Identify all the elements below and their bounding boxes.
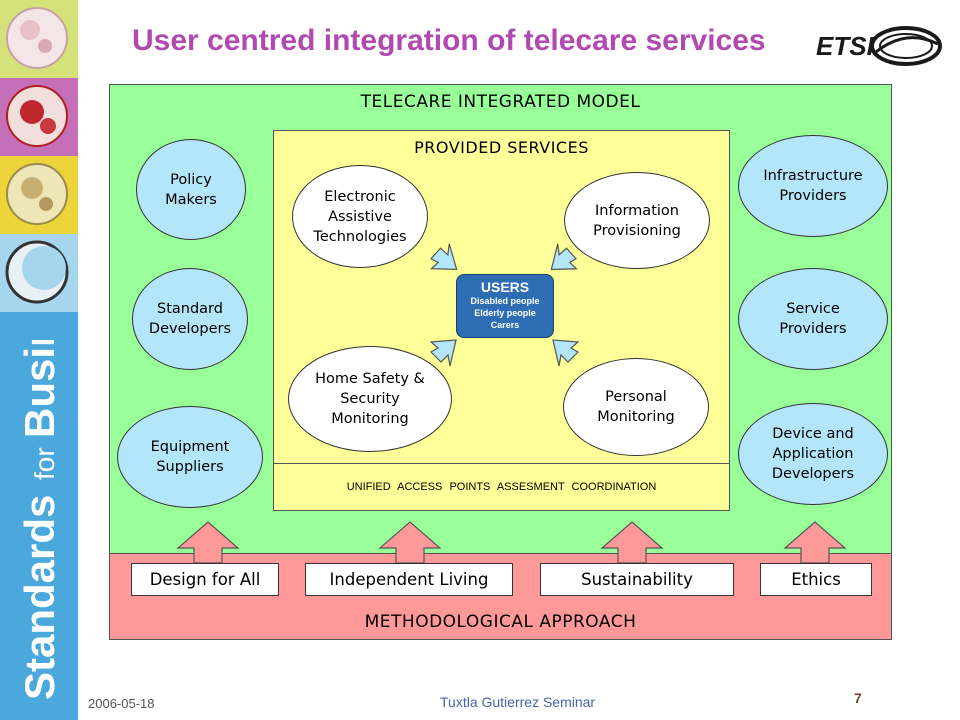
arrow-up-sustainability: [600, 521, 664, 564]
arrow-to-users-3: [429, 339, 457, 367]
arrow-up-independent: [378, 521, 442, 564]
footer-date: 2006-05-18: [88, 696, 155, 711]
sidebar-brand-strip: Standards for Business: [0, 0, 78, 720]
arrow-to-users-4: [552, 339, 580, 367]
arrow-up-ethics: [783, 521, 847, 564]
page-title: User centred integration of telecare ser…: [132, 24, 766, 57]
approach-design-for-all: Design for All: [131, 563, 279, 596]
services-title: PROVIDED SERVICES: [414, 138, 589, 157]
arrow-up-design: [176, 521, 240, 564]
coin-icon: [6, 7, 68, 69]
footer-seminar: Tuxtla Gutierrez Seminar: [440, 694, 596, 710]
sidebar-tile-3: [0, 156, 78, 234]
arrow-to-users-2: [550, 243, 578, 271]
coin-icon: [5, 240, 69, 304]
users-box: USERS Disabled people Elderly people Car…: [456, 274, 554, 338]
users-carers: Carers: [490, 320, 520, 330]
service-information-provisioning: Information Provisioning: [564, 172, 710, 269]
svg-text:for: for: [29, 447, 60, 480]
service-personal-monitoring: Personal Monitoring: [563, 358, 709, 456]
approach-sustainability: Sustainability: [540, 563, 734, 596]
etsi-logo: ETSI: [816, 26, 942, 66]
page-number: 7: [854, 690, 862, 706]
actor-equipment-suppliers: Equipment Suppliers: [117, 406, 263, 508]
actor-device-developers: Device and Application Developers: [738, 403, 888, 505]
actor-infrastructure-providers: Infrastructure Providers: [738, 135, 888, 237]
actor-service-providers: Service Providers: [738, 268, 888, 370]
svg-text:ETSI: ETSI: [816, 31, 875, 61]
model-title: TELECARE INTEGRATED MODEL: [360, 92, 641, 112]
access-points-label: UNIFIED ACCESS POINTS ASSESMENT COORDINA…: [346, 481, 657, 493]
standards-for-business-logo: Standards for Business: [16, 340, 63, 700]
approach-independent-living: Independent Living: [305, 563, 513, 596]
users-elderly: Elderly people: [474, 308, 536, 318]
services-divider: [273, 463, 730, 464]
sidebar-tile-4: [0, 234, 78, 312]
svg-text:Business: Business: [16, 340, 63, 438]
actor-standard-developers: Standard Developers: [132, 268, 248, 370]
svg-text:Standards: Standards: [16, 495, 63, 700]
sidebar-tile-2: [0, 78, 78, 156]
approach-ethics: Ethics: [760, 563, 872, 596]
service-home-safety: Home Safety & Security Monitoring: [288, 346, 452, 452]
coin-icon: [6, 163, 68, 225]
service-electronic-assistive: Electronic Assistive Technologies: [292, 165, 428, 268]
method-title: METHODOLOGICAL APPROACH: [364, 612, 637, 632]
users-title: USERS: [480, 279, 530, 295]
coin-icon: [6, 85, 68, 147]
arrow-to-users-1: [430, 243, 458, 271]
sidebar-tile-1: [0, 0, 78, 78]
users-disabled: Disabled people: [470, 296, 540, 306]
actor-policy-makers: Policy Makers: [136, 139, 246, 240]
